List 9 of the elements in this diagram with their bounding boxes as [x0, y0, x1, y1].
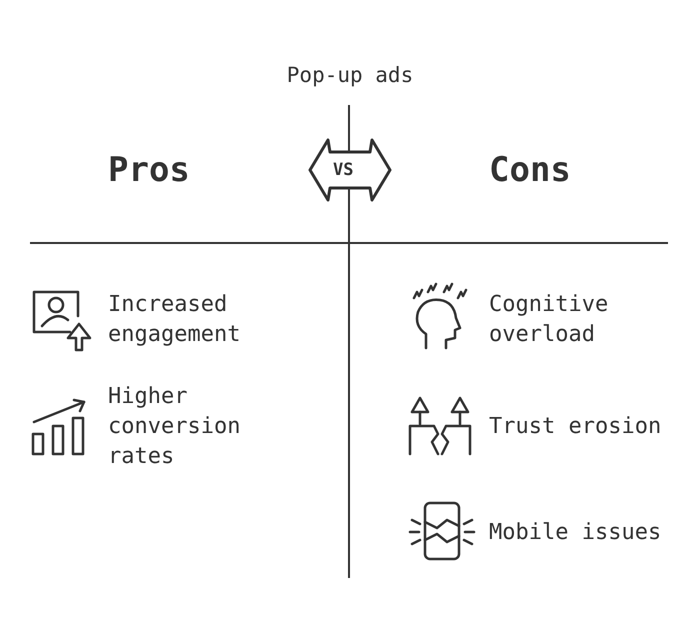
- column-heading: Pros: [108, 150, 190, 190]
- item-label: Increased engagement: [108, 291, 242, 349]
- item-label: Trust erosion: [489, 413, 662, 441]
- item-label: Cognitive overload: [489, 291, 610, 349]
- column-heading: Cons: [489, 150, 571, 190]
- vs-label: VS: [333, 160, 354, 180]
- item-label: Mobile issues: [489, 519, 662, 547]
- chart-title: Pop-up ads: [286, 63, 414, 87]
- item-label: Higher conversion rates: [108, 383, 242, 471]
